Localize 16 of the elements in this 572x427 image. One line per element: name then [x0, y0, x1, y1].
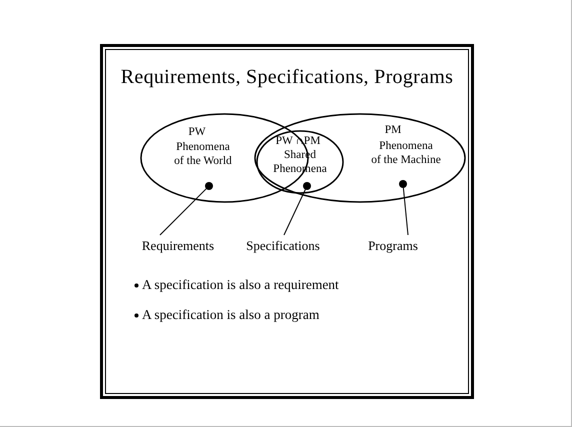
callout-label: Programs [355, 238, 431, 254]
set-description: Phenomena of the World [173, 140, 233, 168]
point-dot [205, 182, 213, 190]
set-description: Phenomena of the Machine [370, 139, 442, 167]
point-dot [303, 182, 311, 190]
set-symbol: PW [187, 125, 207, 139]
callout-label: Requirements [132, 238, 224, 254]
bullet-text: A specification is also a requirement [142, 277, 339, 293]
venn-set [254, 113, 466, 203]
bullet-text: A specification is also a program [142, 307, 320, 323]
slide-title: Requirements, Specifications, Programs [120, 65, 454, 90]
callout-label: Specifications [236, 238, 330, 254]
leader-line [160, 188, 207, 236]
set-symbol: PM [384, 123, 402, 137]
point-dot [399, 180, 407, 188]
leader-line [402, 187, 408, 236]
